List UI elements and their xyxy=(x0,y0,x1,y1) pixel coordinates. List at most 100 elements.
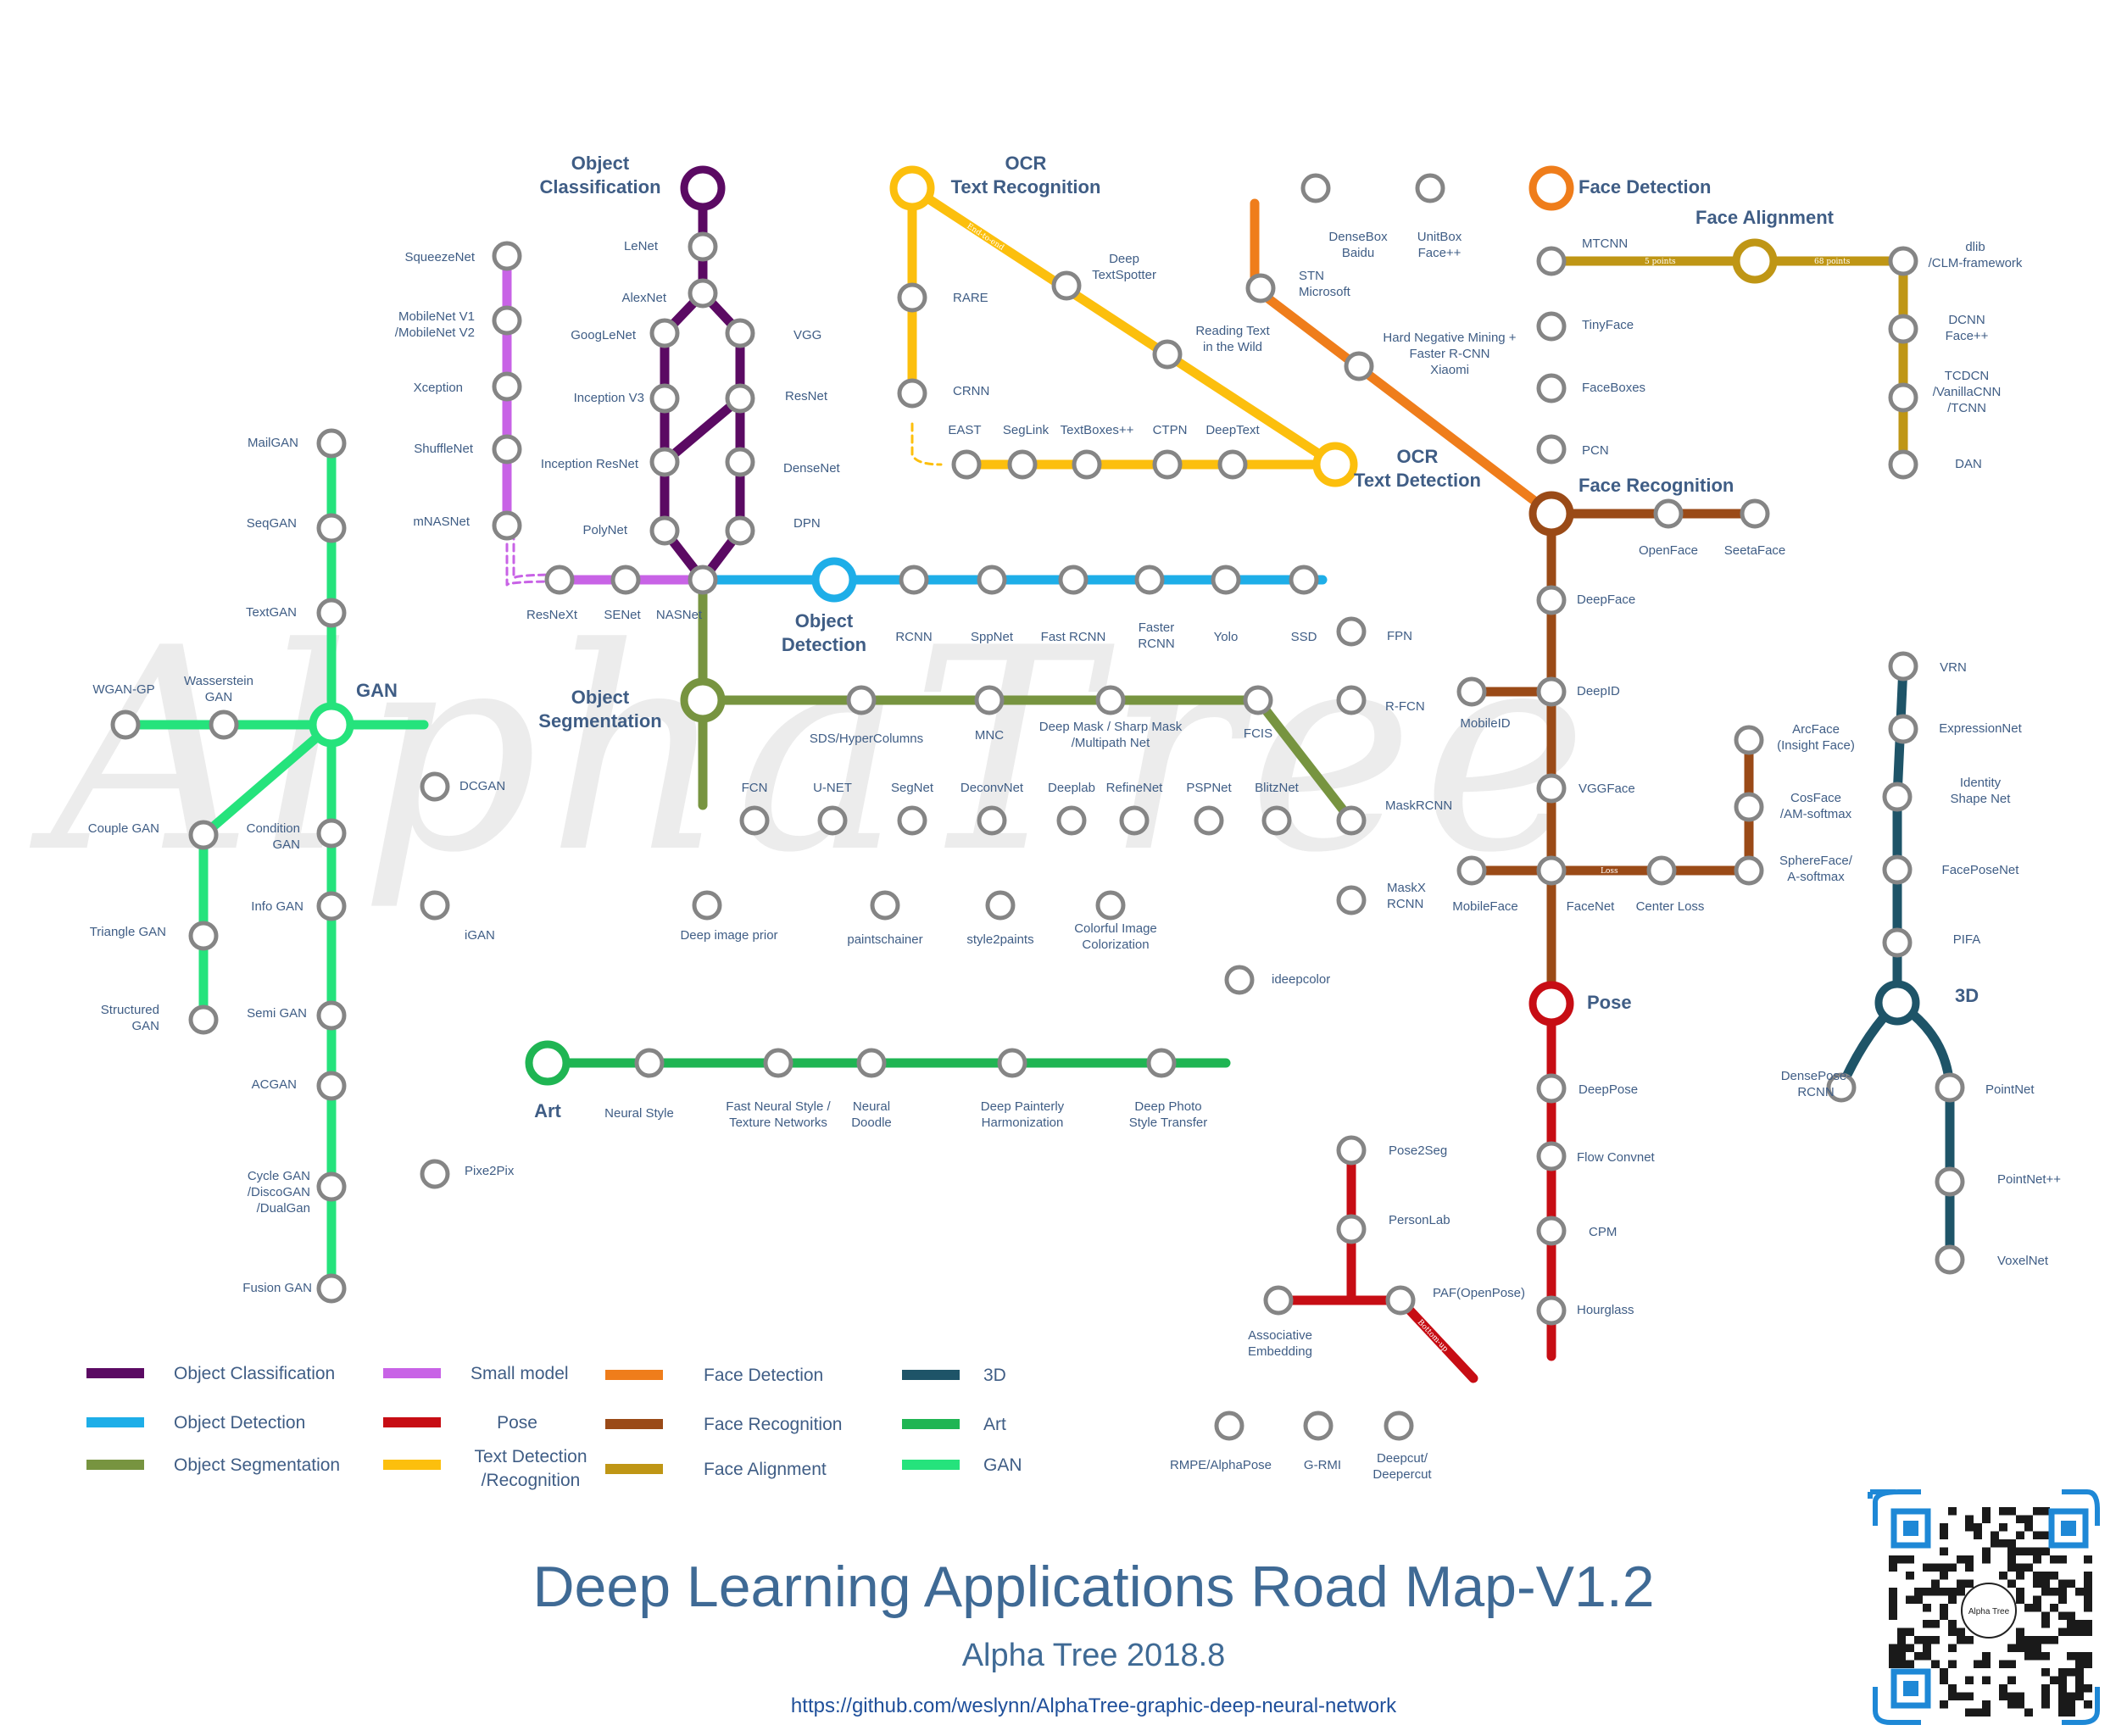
hub-gan xyxy=(309,702,354,748)
label-arcface: ArcFace(Insight Face) xyxy=(1777,722,1855,753)
legend-swatch-1 xyxy=(86,1368,144,1378)
hub-face-alignment xyxy=(1732,238,1778,284)
station-sds xyxy=(846,685,877,715)
legend-swatch-11 xyxy=(902,1419,960,1429)
label-lenet: LeNet xyxy=(624,239,659,253)
label-triangle-gan: Triangle GAN xyxy=(90,925,166,939)
label-deepface: DeepFace xyxy=(1577,593,1635,607)
station-faceposenet xyxy=(1882,854,1913,885)
station-facenet xyxy=(1536,855,1567,886)
station-deepid xyxy=(1536,676,1567,707)
label-mobileface: MobileFace xyxy=(1452,899,1518,914)
qr-logo-text: Alpha Tree xyxy=(1968,1607,2010,1616)
station-cpm xyxy=(1536,1216,1567,1246)
line-classification-cross xyxy=(660,393,745,467)
station-fusion-gan xyxy=(316,1273,347,1304)
label-shufflenet: ShuffleNet xyxy=(414,442,474,456)
label-faceboxes: FaceBoxes xyxy=(1582,381,1645,395)
station-tcdcn xyxy=(1888,382,1918,413)
station-nasnet xyxy=(688,565,718,595)
station-r-fcn xyxy=(1336,685,1367,715)
label-dcgan: DCGAN xyxy=(459,779,505,793)
station-seqgan xyxy=(316,513,347,543)
station-voxelnet xyxy=(1935,1244,1965,1275)
tag-loss: Loss xyxy=(1601,867,1618,876)
label-fast-rcnn: Fast RCNN xyxy=(1041,630,1106,644)
legend-label-9: Face Alignment xyxy=(704,1460,827,1479)
station-pointnet-pp xyxy=(1935,1166,1965,1197)
label-personlab: PersonLab xyxy=(1389,1213,1450,1227)
label-flow-convnet: Flow Convnet xyxy=(1577,1150,1656,1165)
label-cycle-gan: Cycle GAN/DiscoGAN/DualGan xyxy=(248,1169,310,1216)
tag-business: Business xyxy=(1471,186,1506,194)
label-mailgan: MailGAN xyxy=(248,436,298,450)
label-maskrcnn: MaskRCNN xyxy=(1385,798,1452,813)
station-sphereface xyxy=(1734,855,1764,886)
station-style2paints xyxy=(985,890,1016,921)
station-deep-image-prior xyxy=(692,890,722,921)
label-deeplab: Deeplab xyxy=(1048,781,1095,795)
hub-label-face-recognition: Face Recognition xyxy=(1579,475,1734,496)
station-wgan-gp xyxy=(110,709,141,740)
station-neural-doodle xyxy=(856,1048,887,1078)
station-pspnet xyxy=(1194,805,1224,836)
station-dan xyxy=(1888,449,1918,480)
station-mnasnet xyxy=(492,510,522,541)
station-flow-convnet xyxy=(1536,1141,1567,1171)
label-seglink: SegLink xyxy=(1003,423,1050,437)
legend-swatch-6 xyxy=(383,1460,441,1470)
station-resnext xyxy=(544,565,575,595)
station-densepose xyxy=(1826,1072,1857,1103)
label-resnet: ResNet xyxy=(785,389,828,403)
station-dcnn xyxy=(1888,314,1918,344)
station-resnet xyxy=(725,383,755,414)
label-mobilenet: MobileNet V1/MobileNet V2 xyxy=(395,309,475,340)
label-densepose: DensePose-RCNN xyxy=(1781,1069,1851,1099)
station-xception xyxy=(492,371,522,402)
legend-label-11: Art xyxy=(983,1415,1006,1434)
label-seetaface: SeetaFace xyxy=(1724,543,1786,558)
station-east xyxy=(951,449,982,480)
label-fast-neural: Fast Neural Style /Texture Networks xyxy=(726,1099,831,1130)
label-pose2seg: Pose2Seg xyxy=(1389,1143,1447,1158)
label-expressionnet: ExpressionNet xyxy=(1939,721,2022,736)
tag-bottom-up: Bottom-up xyxy=(1416,1318,1450,1354)
label-segnet: SegNet xyxy=(891,781,934,795)
station-refinenet xyxy=(1119,805,1150,836)
repo-link[interactable]: https://github.com/weslynn/AlphaTree-gra… xyxy=(791,1694,1397,1717)
label-tcdcn: TCDCN/VanillaCNN/TCNN xyxy=(1933,369,2002,415)
page-subtitle: Alpha Tree 2018.8 xyxy=(962,1638,1226,1673)
legend-swatch-10 xyxy=(902,1370,960,1380)
station-vgg xyxy=(725,318,755,348)
station-fcn xyxy=(739,805,770,836)
station-faster-rcnn xyxy=(1134,565,1165,595)
label-couple-gan: Couple GAN xyxy=(88,821,159,836)
station-cosface xyxy=(1734,792,1764,822)
label-deepcut: Deepcut/Deepercut xyxy=(1373,1451,1432,1482)
label-mtcnn: MTCNN xyxy=(1582,236,1628,251)
label-ssd: SSD xyxy=(1291,630,1317,644)
hub-pose xyxy=(1528,981,1574,1027)
label-dpn: DPN xyxy=(793,516,821,531)
label-vggface: VGGFace xyxy=(1579,782,1635,796)
station-rmpe xyxy=(1214,1410,1244,1441)
label-googlenet: GoogLeNet xyxy=(571,328,637,342)
legend-label-1: Object Classification xyxy=(174,1364,335,1383)
label-vrn: VRN xyxy=(1940,660,1967,675)
station-sppnet xyxy=(977,565,1007,595)
label-acgan: ACGAN xyxy=(252,1077,297,1092)
label-yolo: Yolo xyxy=(1214,630,1239,644)
label-hourglass: Hourglass xyxy=(1577,1303,1634,1317)
hub-label-face-alignment: Face Alignment xyxy=(1695,207,1835,228)
